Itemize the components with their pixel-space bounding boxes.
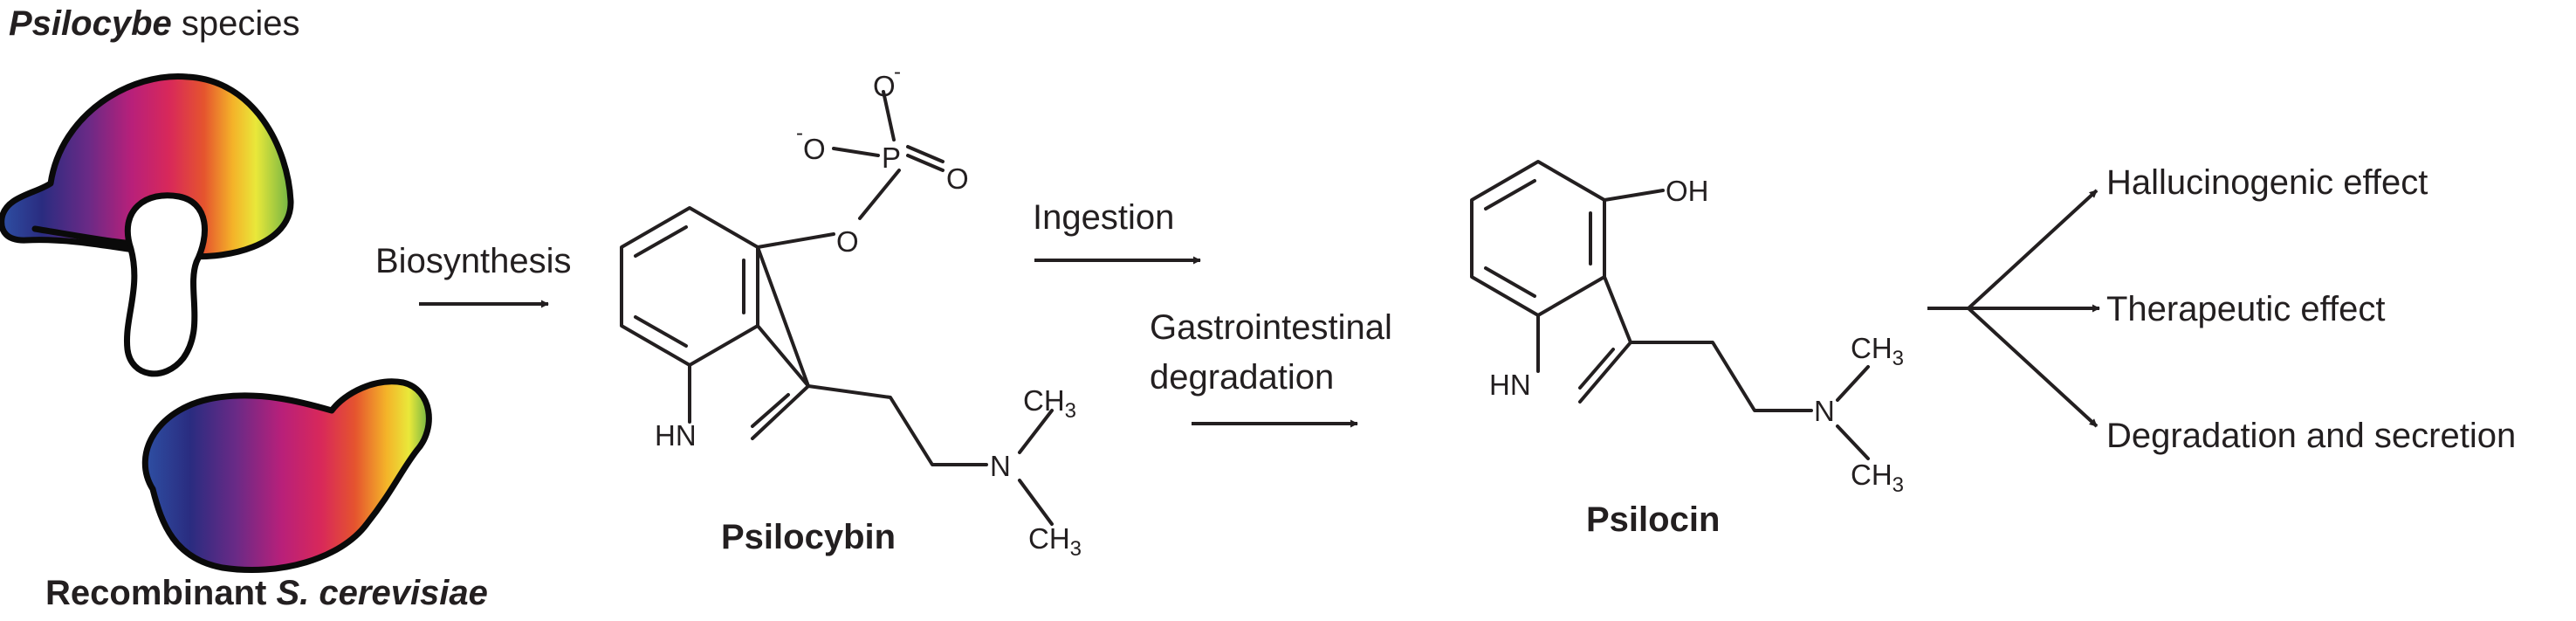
psilocin-benzene-ring — [1470, 160, 1606, 317]
effects-branch-arrows — [1927, 189, 2100, 428]
psilocin-pyrrole-ring — [1603, 275, 1632, 344]
yeast-body — [141, 378, 432, 573]
psilocybin-methyl-1: CH3 — [1023, 384, 1076, 423]
psilocybin-oxygen-left: O — [803, 133, 826, 165]
psilocybin-pyrrole-ring — [756, 245, 810, 388]
psilocybin-nh: HN — [655, 419, 697, 452]
recombinant-label: Recombinant S. cerevisiae — [45, 574, 488, 612]
psilocybin-structure: O P O O - O - HN N CH3 CH3 — [620, 60, 1082, 561]
biosynthesis-label: Biosynthesis — [375, 242, 572, 280]
mushroom-cap — [0, 73, 294, 260]
mushroom-icon — [0, 73, 294, 377]
mushroom-stem — [123, 192, 208, 377]
gastrointestinal-label: Gastrointestinal — [1150, 308, 1392, 347]
yeast-cell-icon — [141, 378, 432, 573]
psilocybin-ester-oxygen: O — [836, 225, 859, 258]
psilocin-methyl-2: CH3 — [1851, 459, 1904, 497]
arrow-hallucinogenic — [1967, 189, 2099, 310]
psilocybin-oxygen-top: O — [873, 70, 896, 102]
psilocin-structure: OH HN N CH3 CH3 — [1470, 160, 1904, 497]
psilocybin-methyl-2: CH3 — [1028, 522, 1082, 561]
psilocybin-benzene-ring — [620, 206, 759, 367]
psilocybin-charge-top: - — [894, 60, 901, 84]
psilocin-nh: HN — [1489, 369, 1531, 401]
psilocybin-amine-n: N — [990, 450, 1011, 482]
psilocin-amine-n: N — [1814, 395, 1835, 427]
therapeutic-effect-label: Therapeutic effect — [2106, 290, 2385, 328]
psilocybin-phosphorus: P — [882, 141, 901, 174]
psilocybin-label: Psilocybin — [721, 518, 896, 556]
psilocybin-charge-left: - — [796, 121, 803, 145]
ingestion-label: Ingestion — [1033, 198, 1174, 237]
hallucinogenic-effect-label: Hallucinogenic effect — [2106, 163, 2428, 202]
psilocybin-double-oxygen: O — [946, 162, 969, 195]
psilocybin-side-chain — [807, 384, 988, 466]
degradation-label: degradation — [1150, 358, 1334, 397]
psilocin-side-chain — [1629, 341, 1813, 412]
psilocybin-phosphate — [756, 232, 835, 249]
psilocin-label: Psilocin — [1586, 500, 1720, 539]
psilocin-hydroxyl: OH — [1666, 175, 1709, 207]
psilocybe-species-label: Psilocybe species — [9, 4, 300, 43]
degradation-secretion-label: Degradation and secretion — [2106, 417, 2516, 455]
psilocin-methyl-1: CH3 — [1851, 332, 1904, 370]
arrow-degradation — [1967, 307, 2099, 428]
